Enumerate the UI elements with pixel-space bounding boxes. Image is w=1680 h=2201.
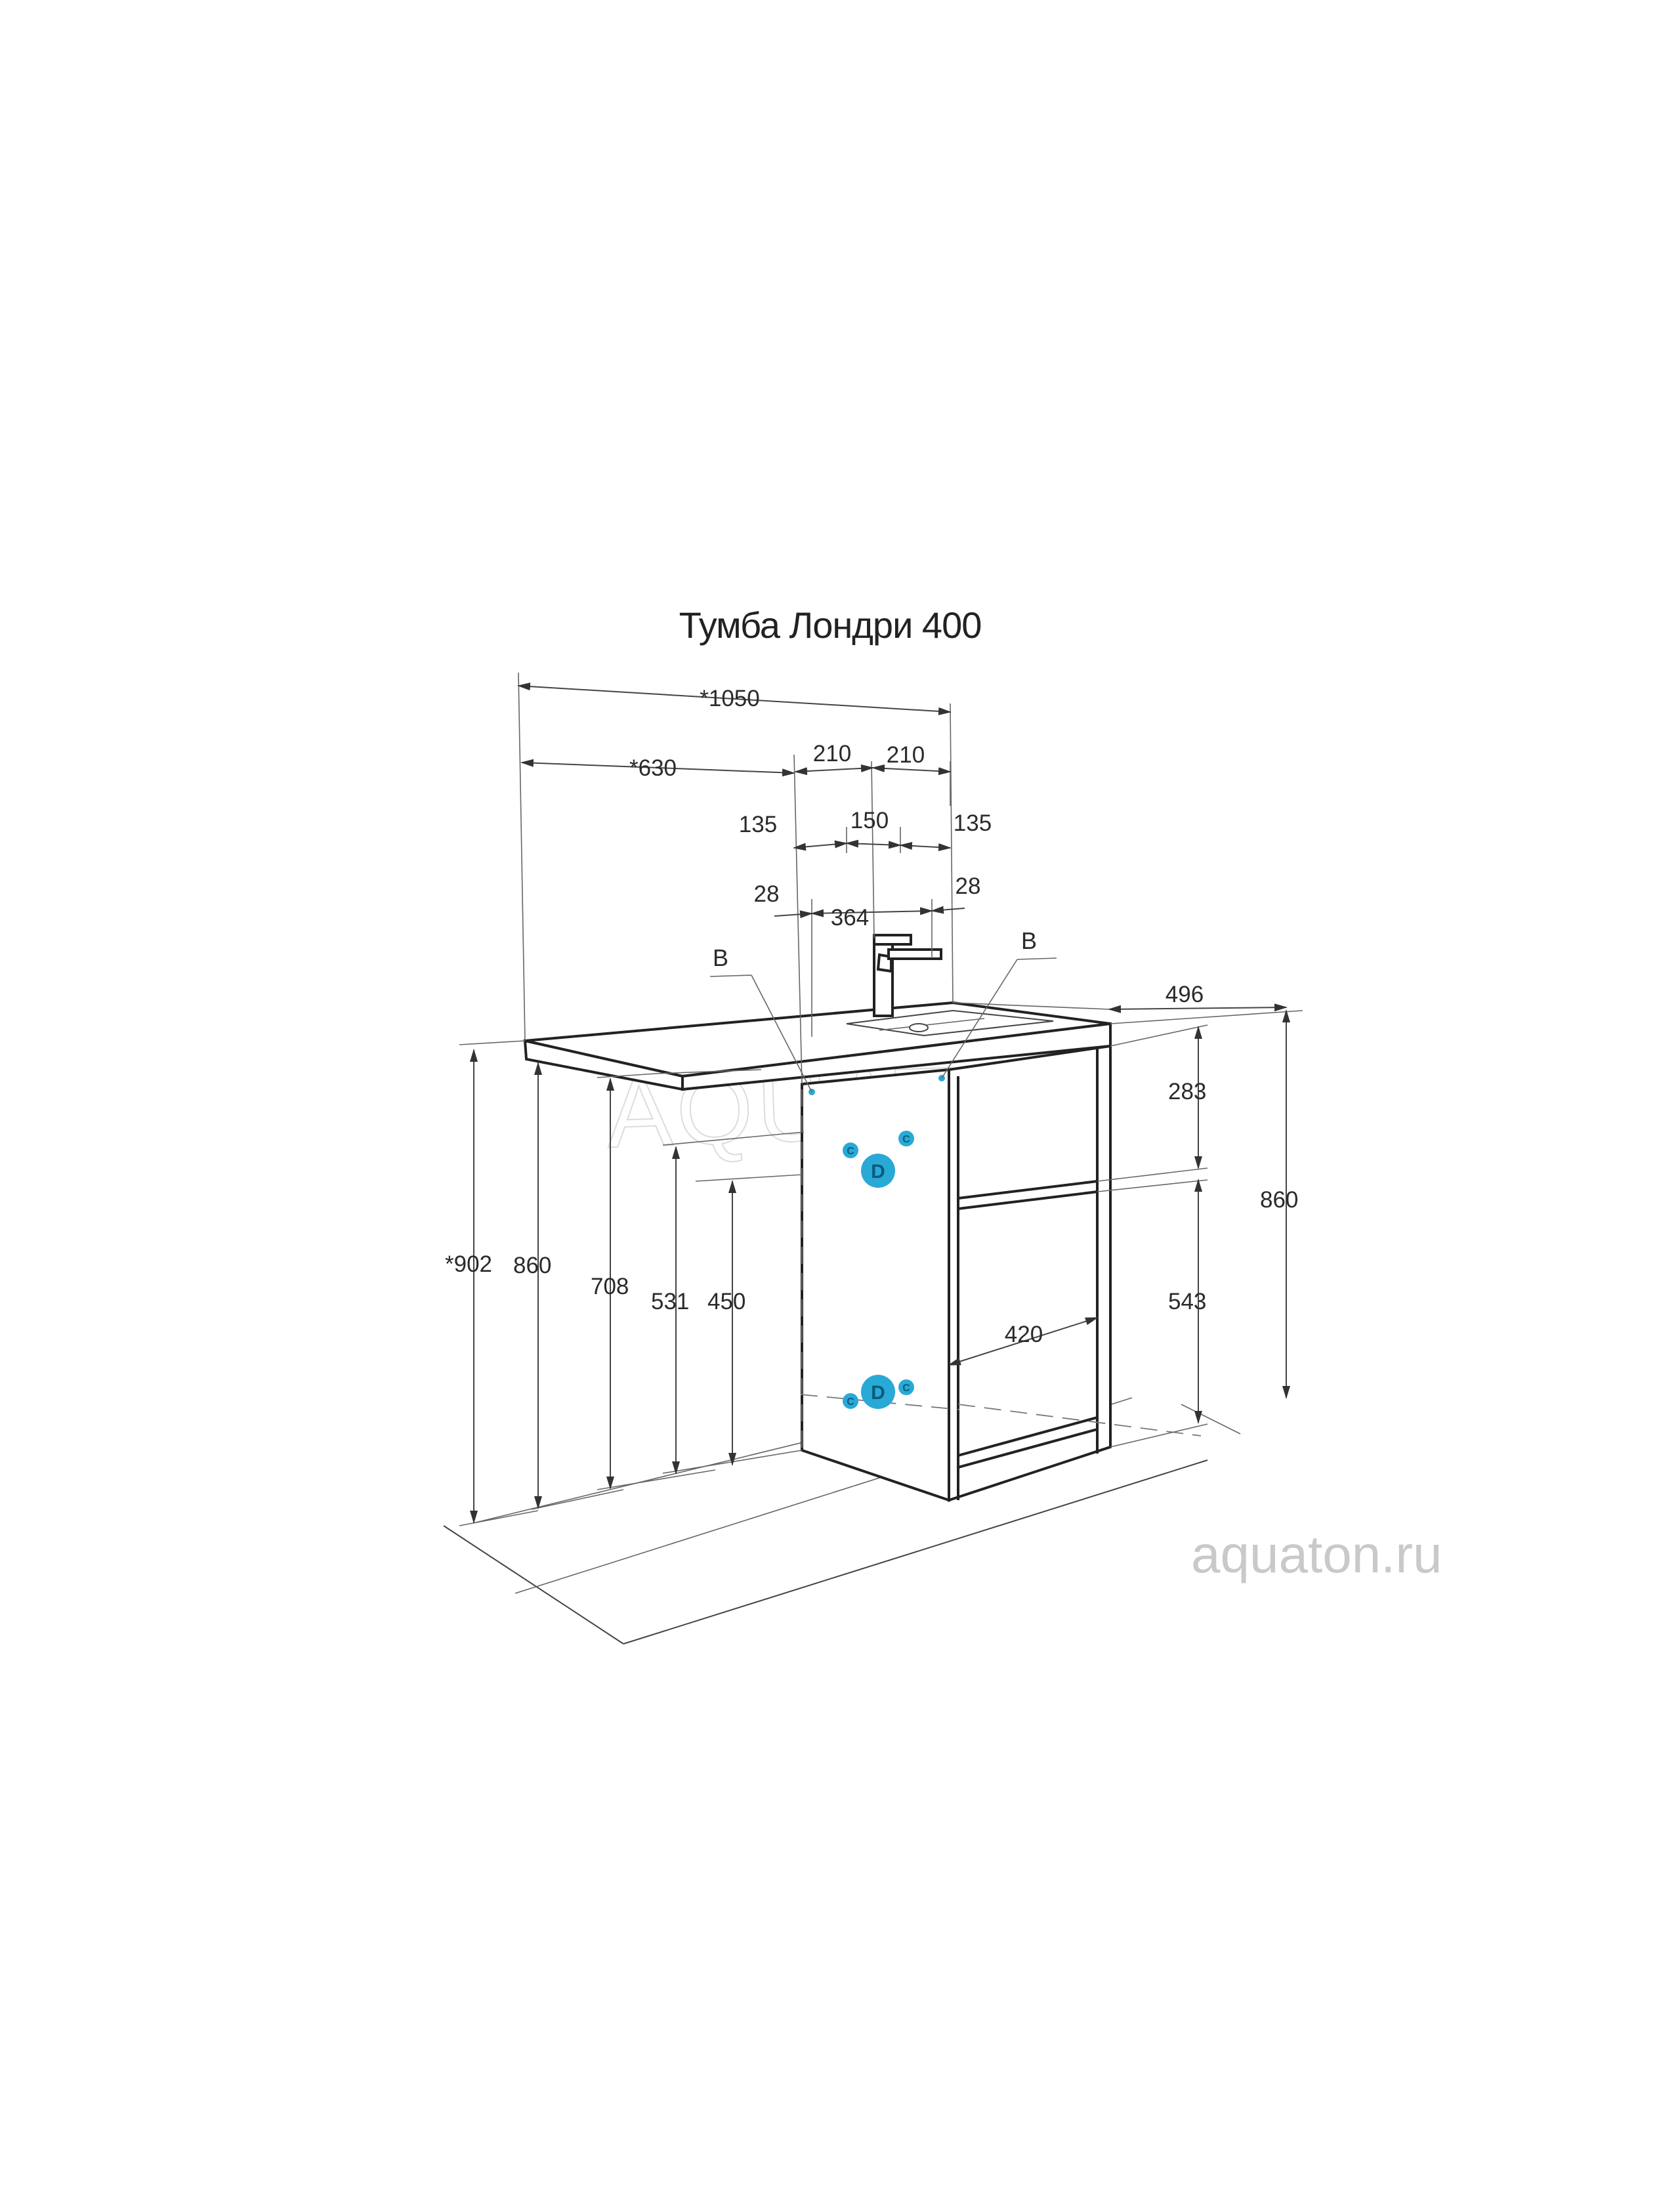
drawing-title: Тумба Лондри 400	[679, 604, 982, 646]
dim-basin-width: 364	[831, 905, 869, 931]
dim-bottom-height: 543	[1168, 1289, 1206, 1314]
dim-upper-left: 210	[813, 741, 851, 766]
drain	[909, 1023, 929, 1032]
site-watermark: aquaton.ru	[1191, 1525, 1442, 1583]
dim-mid-center: 150	[850, 808, 889, 833]
dim-edge-right: 28	[956, 873, 981, 899]
dim-edge-left: 28	[754, 881, 780, 907]
connection-points: C D C C D C	[808, 1075, 945, 1409]
connection-c-lower-left	[843, 1393, 858, 1409]
dim-h531: 531	[651, 1289, 689, 1314]
cabinet-drawing	[523, 934, 1202, 1502]
dim-mid-left: 135	[739, 812, 777, 837]
connection-c-upper-left	[843, 1142, 858, 1158]
left-dimensions: *902 860 708 531 450	[445, 1040, 805, 1526]
cabinet-left-side	[801, 1068, 950, 1502]
faucet-icon	[873, 934, 942, 1017]
dim-inner-width: 420	[1005, 1322, 1043, 1347]
dim-depth: 496	[1166, 982, 1204, 1007]
svg-text:C: C	[902, 1134, 910, 1145]
connection-c-upper-right	[898, 1131, 914, 1146]
dim-right-total-height: 860	[1260, 1187, 1298, 1213]
connection-d-lower	[861, 1375, 895, 1409]
label-b-right: B	[1021, 927, 1037, 954]
dim-overall-width: *1050	[700, 686, 759, 711]
right-dimensions: 496 283 543 860 420	[948, 982, 1303, 1448]
dim-mid-right: 135	[954, 810, 992, 836]
dim-left-total-height: 860	[513, 1253, 551, 1278]
dim-offset-width: *630	[629, 755, 677, 781]
dim-top-height: 283	[1168, 1079, 1206, 1104]
dim-total-height-max: *902	[445, 1251, 492, 1277]
svg-text:D: D	[871, 1161, 885, 1183]
svg-text:C: C	[902, 1383, 910, 1394]
connection-d-upper	[861, 1154, 895, 1188]
svg-text:D: D	[871, 1382, 885, 1404]
dim-h708: 708	[591, 1274, 629, 1299]
label-b-left: B	[713, 944, 728, 971]
dim-upper-right: 210	[887, 742, 925, 768]
svg-text:C: C	[847, 1396, 854, 1408]
svg-text:C: C	[847, 1146, 854, 1157]
dim-h450: 450	[707, 1289, 746, 1314]
connection-c-lower-right	[898, 1379, 914, 1395]
top-dimensions: *1050 *630 210 210 135 150 135 28 364 28	[517, 672, 992, 1085]
sink-basin	[846, 1009, 1054, 1037]
